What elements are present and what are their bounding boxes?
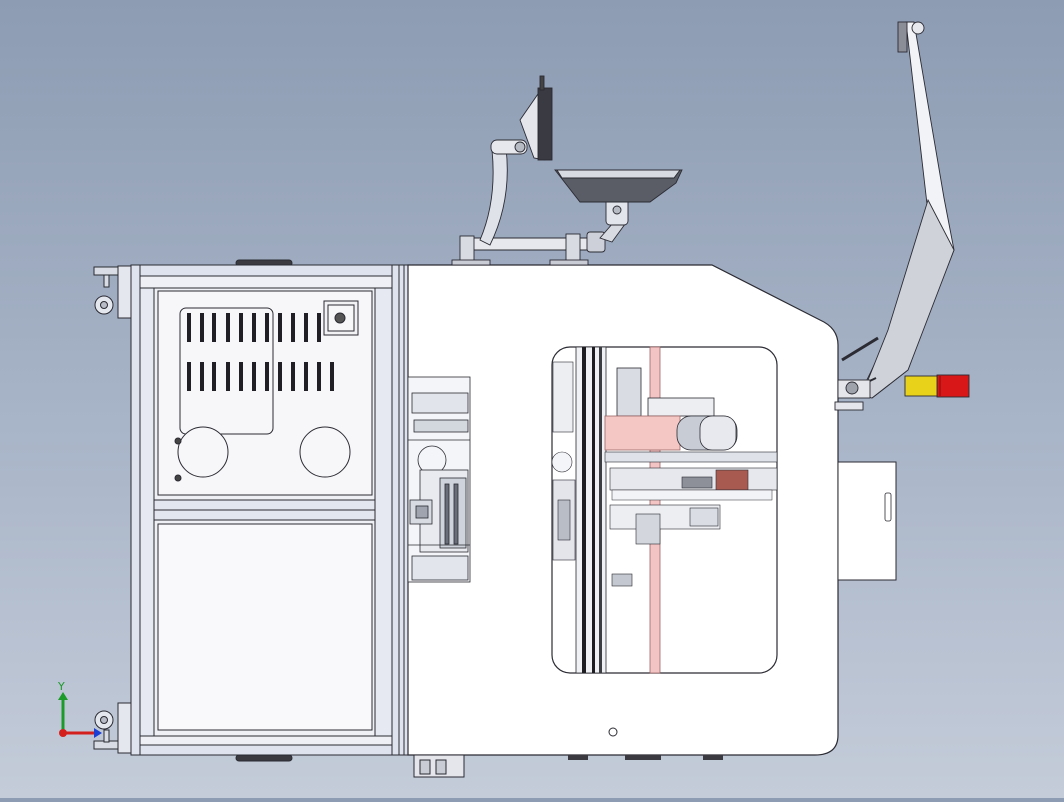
- housing-feet: [568, 755, 723, 760]
- fan-right: [299, 426, 351, 478]
- hmi-arm: [451, 75, 683, 266]
- coordinate-triad: Y: [57, 680, 102, 738]
- side-cabinet: [837, 461, 897, 581]
- caster-bottom: [235, 754, 293, 762]
- frame-cabinet: [93, 259, 409, 762]
- housing-screw: [608, 727, 618, 737]
- inner-window: [551, 346, 778, 674]
- tool-arm: [834, 21, 970, 411]
- y-axis-label: Y: [57, 680, 65, 693]
- keypad: [537, 87, 553, 161]
- vent-slots: [187, 313, 334, 391]
- brown-block: [715, 469, 749, 491]
- leveling-foot-bottom: [93, 702, 133, 754]
- cabinet-handle: [884, 492, 892, 522]
- x-axis-arrow: [94, 728, 102, 738]
- beacon-red: [936, 374, 970, 398]
- z-axis-origin: [59, 729, 67, 737]
- lower-panel: [157, 523, 373, 731]
- y-axis-arrow: [58, 692, 68, 700]
- side-window: [407, 376, 471, 583]
- leveling-foot-top: [93, 265, 133, 319]
- fan-left: [177, 426, 229, 478]
- bottom-connector: [413, 754, 465, 778]
